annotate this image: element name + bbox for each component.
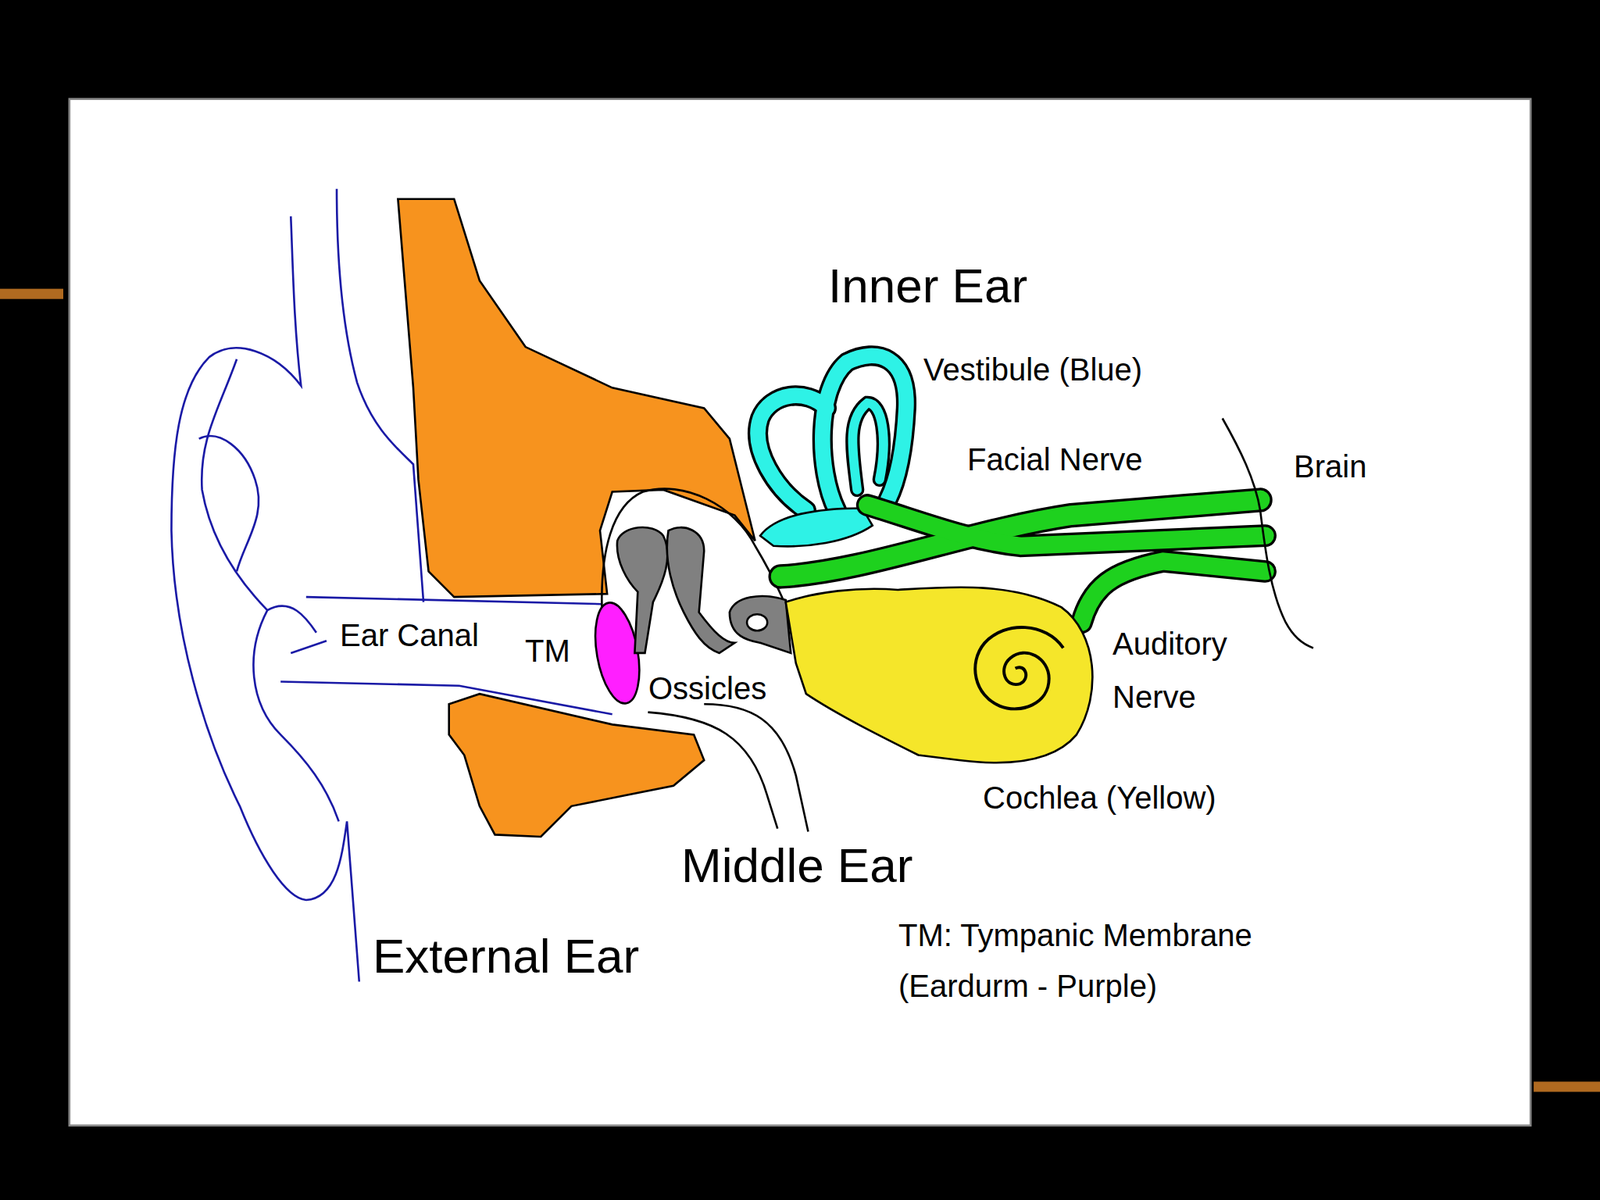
decor-bar — [1533, 1081, 1600, 1092]
part-label: Facial Nerve — [967, 441, 1143, 478]
part-label: Brain — [1293, 448, 1367, 485]
part-label: Auditory Nerve — [1112, 617, 1285, 724]
part-label: TM: Tympanic Membrane (Eardurm - Purple) — [898, 910, 1274, 1012]
white-panel — [69, 99, 1531, 1126]
temporal-bone — [449, 693, 705, 837]
section-heading: External Ear — [372, 928, 640, 984]
cochlea — [785, 587, 1093, 764]
part-label: Vestibule (Blue) — [923, 351, 1143, 388]
cochlea-spiral — [975, 627, 1064, 709]
part-label: Cochlea (Yellow) — [982, 779, 1217, 816]
part-label: TM — [525, 632, 571, 669]
section-heading: Middle Ear — [681, 837, 913, 893]
part-label: Ossicles — [648, 670, 767, 707]
ossicles — [617, 527, 791, 654]
section-heading: Inner Ear — [828, 257, 1028, 314]
part-label: Ear Canal — [339, 617, 479, 654]
decor-bar — [0, 289, 64, 300]
